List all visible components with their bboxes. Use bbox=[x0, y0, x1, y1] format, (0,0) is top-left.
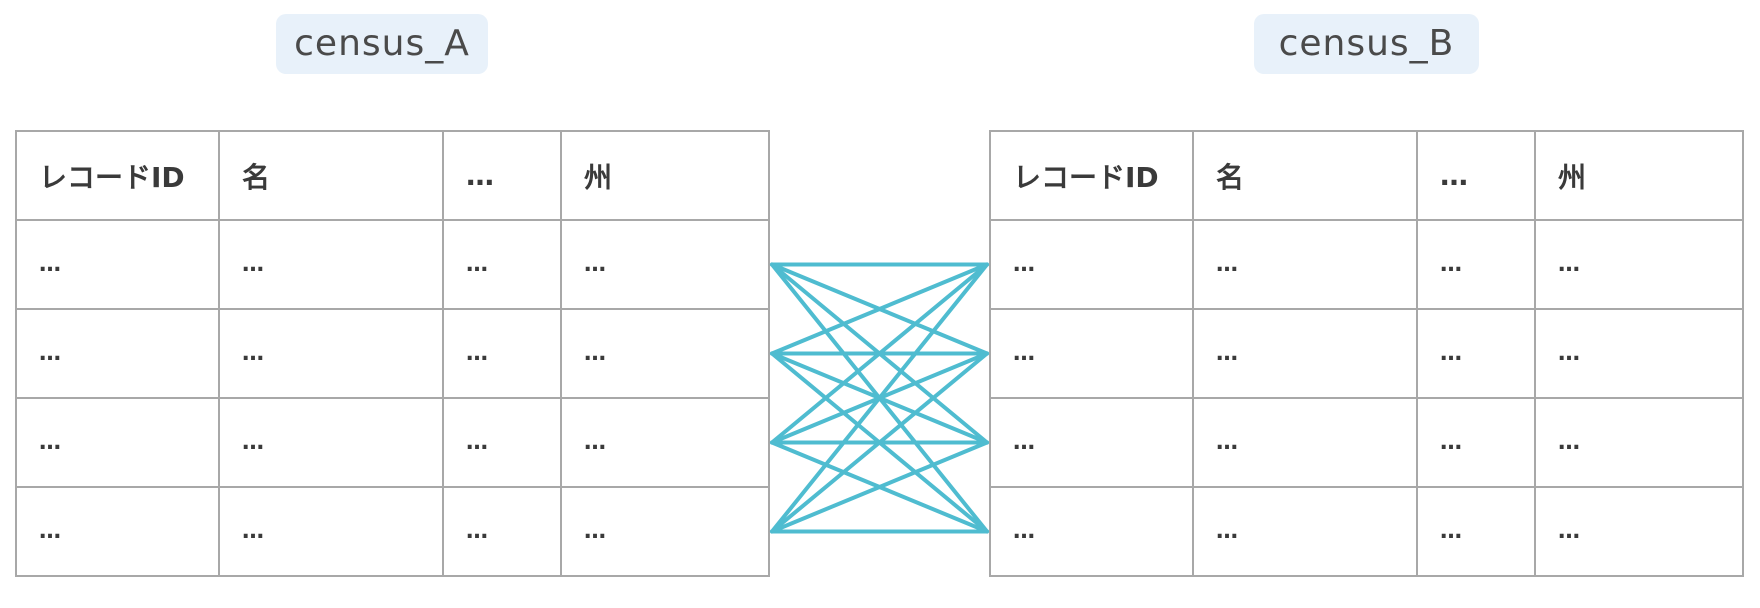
table-cell: … bbox=[1416, 308, 1536, 399]
table-cell: … bbox=[989, 486, 1194, 577]
link-a4-b2 bbox=[770, 351, 989, 534]
table-cell: … bbox=[442, 308, 562, 399]
column-header-state: 州 bbox=[560, 130, 770, 221]
table-row: … … … … bbox=[15, 219, 770, 310]
column-header-state: 州 bbox=[1534, 130, 1744, 221]
column-header-name: 名 bbox=[1192, 130, 1418, 221]
table-title-census-a: census_A bbox=[276, 14, 488, 74]
table-cell: … bbox=[989, 397, 1194, 488]
column-header-ellipsis: … bbox=[1416, 130, 1536, 221]
table-cell: … bbox=[442, 486, 562, 577]
table-cell: … bbox=[218, 397, 444, 488]
table-cell: … bbox=[1534, 308, 1744, 399]
table-cell: … bbox=[1192, 486, 1418, 577]
column-header-ellipsis: … bbox=[442, 130, 562, 221]
column-header-name: 名 bbox=[218, 130, 444, 221]
table-cell: … bbox=[989, 219, 1194, 310]
link-a2-b1 bbox=[770, 262, 989, 356]
table-row: … … … … bbox=[989, 397, 1744, 488]
link-a1-b3 bbox=[770, 262, 989, 445]
link-a2-b4 bbox=[770, 351, 989, 534]
column-header-record-id: レコードID bbox=[15, 130, 220, 221]
table-cell: … bbox=[560, 308, 770, 399]
census-b-table: レコードID 名 … 州 … … … … … … … … … … … … … …… bbox=[989, 130, 1744, 577]
table-cell: … bbox=[989, 308, 1194, 399]
table-cell: … bbox=[15, 486, 220, 577]
link-a4-b1 bbox=[770, 262, 989, 534]
table-cell: … bbox=[1192, 397, 1418, 488]
table-row: … … … … bbox=[989, 219, 1744, 310]
table-row: … … … … bbox=[989, 308, 1744, 399]
census-a-table: レコードID 名 … 州 … … … … … … … … … … … … … …… bbox=[15, 130, 770, 577]
table-cell: … bbox=[1534, 219, 1744, 310]
link-a4-b3 bbox=[770, 440, 989, 534]
table-cell: … bbox=[1192, 308, 1418, 399]
table-cell: … bbox=[15, 308, 220, 399]
header-row: レコードID 名 … 州 bbox=[989, 130, 1744, 221]
link-a3-b1 bbox=[770, 262, 989, 445]
table-cell: … bbox=[1416, 397, 1536, 488]
table-row: … … … … bbox=[15, 486, 770, 577]
table-cell: … bbox=[218, 219, 444, 310]
table-cell: … bbox=[218, 486, 444, 577]
table-title-census-b: census_B bbox=[1254, 14, 1479, 74]
header-row: レコードID 名 … 州 bbox=[15, 130, 770, 221]
table-row: … … … … bbox=[15, 397, 770, 488]
table-cell: … bbox=[560, 397, 770, 488]
table-cell: … bbox=[1192, 219, 1418, 310]
table-cell: … bbox=[560, 219, 770, 310]
link-a1-b2 bbox=[770, 262, 989, 356]
table-cell: … bbox=[442, 397, 562, 488]
table-cell: … bbox=[1534, 397, 1744, 488]
table-cell: … bbox=[1416, 219, 1536, 310]
table-cell: … bbox=[218, 308, 444, 399]
column-header-record-id: レコードID bbox=[989, 130, 1194, 221]
table-cell: … bbox=[1534, 486, 1744, 577]
table-cell: … bbox=[560, 486, 770, 577]
link-a2-b3 bbox=[770, 351, 989, 445]
link-a3-b2 bbox=[770, 351, 989, 445]
table-row: … … … … bbox=[989, 486, 1744, 577]
table-cell: … bbox=[1416, 486, 1536, 577]
table-cell: … bbox=[15, 397, 220, 488]
table-row: … … … … bbox=[15, 308, 770, 399]
link-a1-b4 bbox=[770, 262, 989, 534]
table-cell: … bbox=[15, 219, 220, 310]
table-cell: … bbox=[442, 219, 562, 310]
link-a3-b4 bbox=[770, 440, 989, 534]
